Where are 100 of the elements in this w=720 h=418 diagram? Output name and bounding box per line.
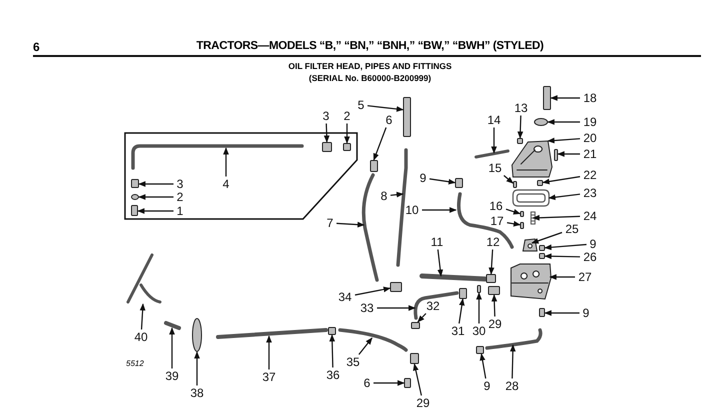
leader-line [542, 176, 580, 184]
callout-number: 40 [132, 330, 150, 344]
cap-drawing [522, 238, 538, 252]
callout-number: 19 [581, 115, 599, 129]
bar-drawing [474, 148, 510, 160]
callout-number: 13 [512, 101, 530, 115]
leader-line [324, 123, 330, 143]
leader-line [194, 351, 200, 386]
leader-line [488, 249, 494, 275]
pin-drawing [554, 149, 558, 161]
pipe-drawing [412, 290, 458, 320]
callout-number: 29 [414, 396, 432, 410]
leader-line [532, 214, 580, 221]
callout-number: 37 [260, 370, 278, 384]
leader-line [506, 208, 521, 214]
plate-drawing [517, 138, 523, 144]
callout-number: 1 [174, 204, 186, 218]
callout-number: 6 [384, 113, 394, 127]
nut-drawing [539, 245, 545, 251]
leader-line [548, 194, 580, 200]
leader-line [437, 249, 444, 277]
leader-line [491, 294, 498, 317]
pipe-drawing [394, 148, 408, 268]
pipe-drawing [486, 328, 543, 352]
fitting-drawing [486, 274, 496, 283]
callout-number: 23 [581, 186, 599, 200]
leader-line [358, 337, 372, 355]
tube-drawing [403, 97, 411, 137]
pin-drawing [477, 285, 481, 293]
callout-number: 25 [563, 222, 581, 236]
nut-drawing [410, 353, 419, 364]
leader-line [517, 115, 524, 139]
leader-line [223, 147, 229, 176]
leader-line [557, 151, 580, 157]
leader-line [329, 334, 336, 368]
callout-number: 32 [424, 299, 442, 313]
leader-line [550, 95, 580, 101]
leader-line [138, 181, 174, 187]
pipe-drawing [360, 173, 379, 283]
callout-number: 35 [344, 355, 362, 369]
callout-number: 9 [580, 306, 592, 320]
callout-number: 18 [581, 91, 599, 105]
leader-line [374, 380, 405, 386]
callout-number: 39 [163, 369, 181, 383]
pipe-drawing [130, 144, 304, 170]
leader-line [417, 313, 426, 323]
callout-number: 9 [482, 379, 492, 393]
gasket-drawing [512, 189, 550, 207]
callout-number: 3 [174, 177, 186, 191]
leader-line [506, 220, 521, 227]
leader-line [458, 298, 465, 324]
screw-drawing [513, 181, 517, 188]
bracket-drawing [126, 253, 162, 305]
inset-frame [124, 132, 358, 220]
pipe-drawing [420, 272, 487, 282]
serial-range: (SERIAL No. B60000-B200999) [308, 72, 432, 85]
callout-number: 5 [356, 98, 366, 112]
leader-line [547, 138, 580, 144]
callout-number: 11 [428, 235, 446, 249]
fitting-drawing [404, 378, 411, 388]
leader-line [544, 310, 580, 316]
callout-number: 3 [320, 109, 332, 123]
fitting-drawing [328, 327, 336, 335]
callout-number: 9 [588, 237, 598, 251]
leader-line [480, 353, 486, 379]
fitting-drawing [370, 160, 378, 172]
leader-line [413, 363, 422, 396]
callout-number: 24 [581, 209, 599, 223]
callout-number: 33 [358, 301, 376, 315]
leader-line [504, 175, 514, 184]
leader-line [390, 192, 404, 198]
elbow-drawing [390, 282, 402, 292]
callout-number: 21 [581, 147, 599, 161]
nut-drawing [131, 179, 139, 188]
callout-number: 16 [487, 199, 505, 213]
clip-drawing [165, 321, 180, 330]
callout-number: 17 [488, 214, 506, 228]
callout-number: 4 [220, 177, 232, 191]
callout-number: 22 [581, 168, 599, 182]
sleeve-drawing [131, 205, 138, 216]
pipe-drawing [338, 327, 409, 352]
fitting-drawing [459, 288, 467, 299]
leader-line [491, 128, 497, 154]
fitting-drawing [488, 286, 500, 295]
leader-line [373, 127, 387, 161]
callout-number: 9 [418, 171, 428, 185]
callout-number: 10 [403, 203, 421, 217]
figure-number: 5512 [126, 358, 144, 370]
washer-drawing [131, 194, 139, 200]
callout-number: 30 [470, 324, 488, 338]
filter-head-drawing [511, 140, 553, 178]
leader-line [137, 208, 174, 214]
leader-line [344, 124, 350, 144]
callout-number: 6 [362, 376, 372, 390]
page-number: 6 [33, 39, 40, 56]
callout-number: 2 [174, 190, 186, 204]
screw-drawing [520, 222, 524, 229]
leader-line [367, 105, 404, 112]
callout-number: 29 [486, 317, 504, 331]
callout-number: 14 [485, 113, 503, 127]
